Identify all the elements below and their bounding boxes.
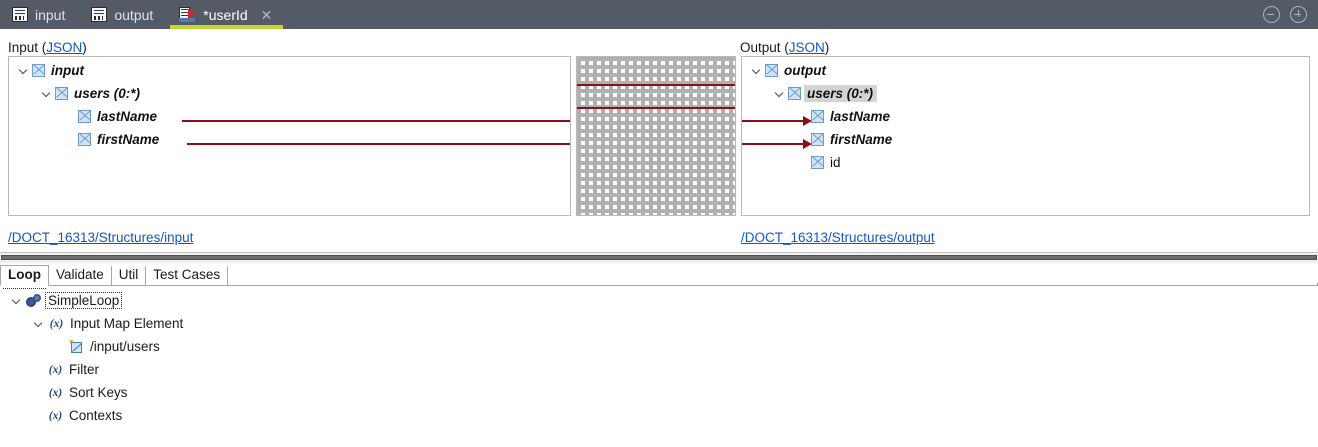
mapping-line — [577, 107, 735, 109]
mapping-arrow — [803, 139, 812, 149]
input-title-prefix: Input ( — [8, 40, 47, 55]
input-tree-panel[interactable]: input users (0:*) lastName firstName — [8, 56, 571, 216]
tree-row-input-map-element[interactable]: (x) Input Map Element — [32, 312, 184, 335]
tab-validate[interactable]: Validate — [49, 266, 112, 285]
tab-userid[interactable]: *userId ✕ — [167, 0, 286, 29]
tree-row-output[interactable]: output — [750, 61, 826, 80]
close-icon[interactable]: ✕ — [260, 6, 273, 23]
tree-item-label: output — [784, 63, 826, 78]
tree-item-label: lastName — [830, 109, 891, 124]
tab-label: output — [114, 6, 154, 23]
fx-icon: (x) — [48, 409, 63, 422]
mapping-area: Input (JSON) Output (JSON) input users (… — [0, 29, 1318, 248]
tree-row-contexts[interactable]: (x) Contexts — [47, 404, 123, 427]
fx-icon: (x) — [48, 386, 63, 399]
minimize-button[interactable] — [1263, 6, 1280, 23]
fx-icon: (x) — [49, 317, 64, 330]
input-panel-title: Input (JSON) — [8, 40, 87, 55]
tree-row-input[interactable]: input — [17, 61, 84, 80]
tab-test-cases[interactable]: Test Cases — [146, 266, 229, 285]
tree-row-lastname[interactable]: lastName — [811, 107, 890, 126]
tree-item-label: Contexts — [69, 408, 123, 423]
node-icon — [811, 156, 824, 169]
output-title-suffix: ) — [824, 40, 830, 55]
tab-loop[interactable]: Loop — [0, 265, 49, 289]
tree-item-label: /input/users — [90, 339, 160, 354]
node-icon — [55, 87, 68, 100]
tree-row-id[interactable]: id — [811, 153, 841, 172]
input-title-suffix: ) — [82, 40, 87, 55]
chevron-down-icon[interactable] — [32, 317, 45, 330]
tab-label: input — [35, 6, 66, 23]
mapping-line — [577, 84, 735, 86]
output-json-link[interactable]: JSON — [788, 40, 825, 55]
tree-item-label: input — [51, 63, 84, 78]
tree-item-label: id — [830, 155, 841, 170]
maximize-button[interactable] — [1290, 6, 1307, 23]
tree-row-users[interactable]: users (0:*) — [773, 84, 878, 103]
node-icon — [78, 110, 91, 123]
chevron-down-icon[interactable] — [17, 64, 30, 77]
chevron-down-icon[interactable] — [773, 87, 786, 100]
tree-item-label: Filter — [69, 362, 99, 377]
output-tree-panel[interactable]: output users (0:*) lastName firstName id — [741, 56, 1310, 216]
node-icon — [788, 87, 801, 100]
tab-label: *userId — [203, 6, 248, 23]
tab-input[interactable]: input — [0, 0, 79, 29]
tab-util[interactable]: Util — [112, 266, 147, 285]
tree-row-users[interactable]: users (0:*) — [40, 84, 140, 103]
document-icon — [12, 7, 28, 22]
tree-row-firstname[interactable]: firstName — [811, 130, 892, 149]
document-icon — [91, 7, 108, 22]
node-icon — [765, 64, 778, 77]
node-icon — [32, 64, 45, 77]
output-title-prefix: Output ( — [740, 40, 789, 55]
node-icon — [811, 133, 824, 146]
panel-splitter[interactable] — [0, 252, 1318, 263]
tree-item-label: users (0:*) — [74, 86, 141, 101]
mapping-line — [182, 120, 570, 122]
tree-item-label: Sort Keys — [69, 385, 128, 400]
input-structure-path-link[interactable]: /DOCT_16313/Structures/input — [8, 230, 194, 245]
tree-row-filter[interactable]: (x) Filter — [47, 358, 99, 381]
node-icon — [811, 110, 824, 123]
tree-row-simpleloop[interactable]: SimpleLoop — [10, 289, 123, 312]
mapping-arrow — [803, 116, 812, 126]
window-controls — [1263, 0, 1318, 29]
map-elem-icon — [70, 339, 84, 354]
chevron-down-icon[interactable] — [10, 294, 23, 307]
node-icon — [78, 133, 91, 146]
mapping-line — [187, 143, 570, 145]
tree-item-label: Input Map Element — [70, 316, 184, 331]
mapping-line — [742, 120, 807, 122]
output-structure-path-link[interactable]: /DOCT_16313/Structures/output — [741, 230, 935, 245]
fx-icon: (x) — [48, 363, 63, 376]
tree-row-lastname[interactable]: lastName — [78, 107, 157, 126]
tree-item-label: firstName — [830, 132, 893, 147]
properties-tab-bar: Loop Validate Util Test Cases — [0, 265, 1318, 289]
tree-item-label: lastName — [97, 109, 158, 124]
tab-output[interactable]: output — [79, 0, 167, 29]
chevron-down-icon[interactable] — [750, 64, 763, 77]
input-json-link[interactable]: JSON — [46, 40, 83, 55]
tree-item-label: SimpleLoop — [45, 292, 123, 309]
tree-item-label: users (0:*) — [804, 85, 878, 102]
chevron-down-icon[interactable] — [40, 87, 53, 100]
tree-item-label: firstName — [97, 132, 160, 147]
mapping-line — [742, 143, 807, 145]
tree-row-input-users-path[interactable]: /input/users — [70, 335, 160, 358]
document-run-icon — [179, 7, 197, 22]
editor-tab-bar: input output *userId ✕ — [0, 0, 1318, 29]
mapping-canvas[interactable] — [576, 56, 736, 216]
tree-row-firstname[interactable]: firstName — [78, 130, 159, 149]
gears-icon — [26, 293, 42, 308]
output-panel-title: Output (JSON) — [740, 40, 829, 55]
tab-strip-filler — [228, 283, 1318, 285]
tree-row-sort-keys[interactable]: (x) Sort Keys — [47, 381, 128, 404]
